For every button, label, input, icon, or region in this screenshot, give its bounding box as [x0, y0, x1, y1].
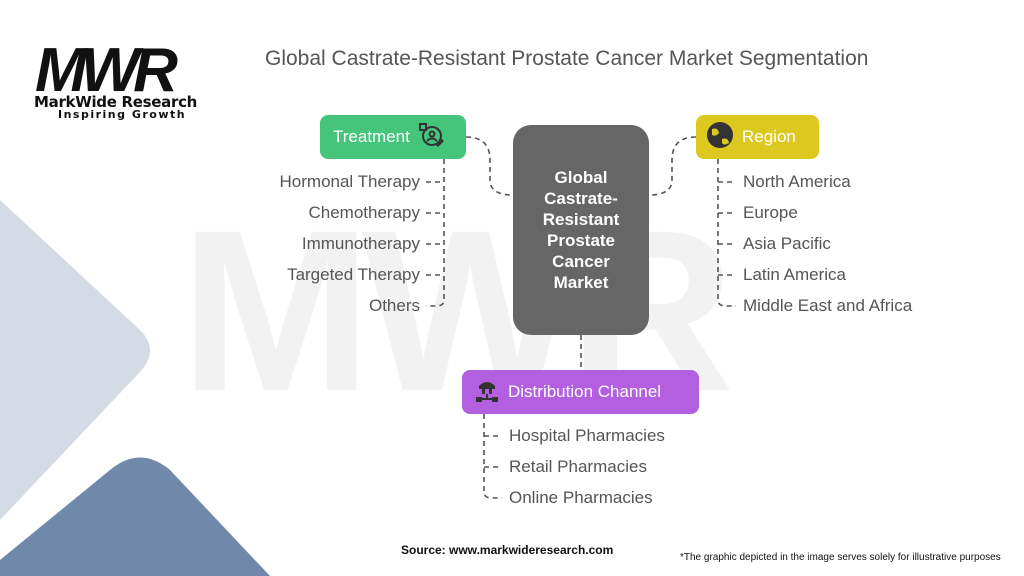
logo-mark: MWR: [35, 36, 178, 105]
treatment-item: Hormonal Therapy: [279, 172, 420, 191]
treatment-category: Treatment: [320, 115, 466, 159]
patient-medicine-icon: [418, 122, 444, 153]
treatment-item: Immunotherapy: [301, 234, 420, 253]
source-text: Source: www.markwideresearch.com: [401, 543, 614, 557]
logo-name: MarkWide Research: [34, 93, 198, 111]
distribution-item: Online Pharmacies: [509, 488, 653, 507]
region-item: Middle East and Africa: [743, 296, 913, 315]
category-label: Distribution Channel: [508, 382, 662, 401]
region-category: Region: [696, 115, 819, 159]
distribution-category: Distribution Channel: [462, 370, 699, 414]
globe-icon: [706, 121, 734, 154]
treatment-item: Targeted Therapy: [287, 265, 420, 284]
treatment-item: Chemotherapy: [308, 203, 420, 222]
region-item: Europe: [743, 203, 798, 222]
category-label: Region: [742, 127, 796, 146]
disclaimer-note: *The graphic depicted in the image serve…: [680, 552, 1001, 563]
region-item: Latin America: [743, 265, 846, 284]
center-label: Global Castrate-Resistant Prostate Cance…: [542, 168, 620, 292]
network-icon: [474, 377, 500, 408]
distribution-item: Retail Pharmacies: [509, 457, 647, 476]
region-item: North America: [743, 172, 851, 191]
distribution-item: Hospital Pharmacies: [509, 426, 665, 445]
logo-tagline: Inspiring Growth: [58, 108, 187, 121]
center-node: Global Castrate-Resistant Prostate Cance…: [513, 125, 649, 335]
page-title: Global Castrate-Resistant Prostate Cance…: [265, 47, 869, 70]
treatment-item: Others: [368, 296, 420, 315]
region-item: Asia Pacific: [743, 234, 831, 253]
category-label: Treatment: [333, 127, 410, 146]
